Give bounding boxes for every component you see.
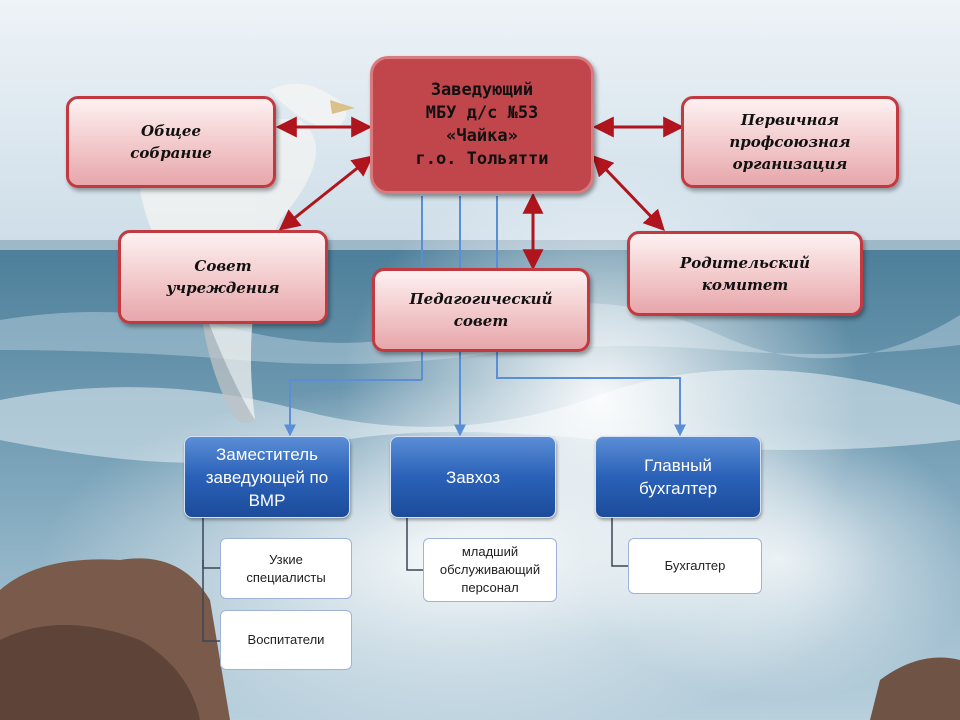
institution-council-box: Совет учреждения xyxy=(118,230,328,324)
educators-box: Воспитатели xyxy=(220,610,352,670)
specialists-box: Узкие специалисты xyxy=(220,538,352,599)
arrow-head-to-parent-committee xyxy=(592,154,665,232)
caretaker-box: Завхоз xyxy=(390,436,556,518)
parent-committee-box: Родительский комитет xyxy=(627,231,863,316)
pedagogical-council-box: Педагогический совет xyxy=(372,268,590,352)
line-to-chief-accountant xyxy=(496,352,686,437)
head-of-institution-box: Заведующий МБУ д/с №53 «Чайка» г.о. Толь… xyxy=(370,56,594,194)
deputy-head-vmr-box: Заместитель заведующей по ВМР xyxy=(184,436,350,518)
chief-accountant-box: Главный бухгалтер xyxy=(595,436,761,518)
accountant-box: Бухгалтер xyxy=(628,538,762,594)
junior-staff-box: младший обслуживающий персонал xyxy=(423,538,557,602)
trade-union-box: Первичная профсоюзная организация xyxy=(681,96,899,188)
arrow-head-to-institution-council xyxy=(278,155,374,231)
rocks xyxy=(0,558,960,720)
general-meeting-box: Общее собрание xyxy=(66,96,276,188)
